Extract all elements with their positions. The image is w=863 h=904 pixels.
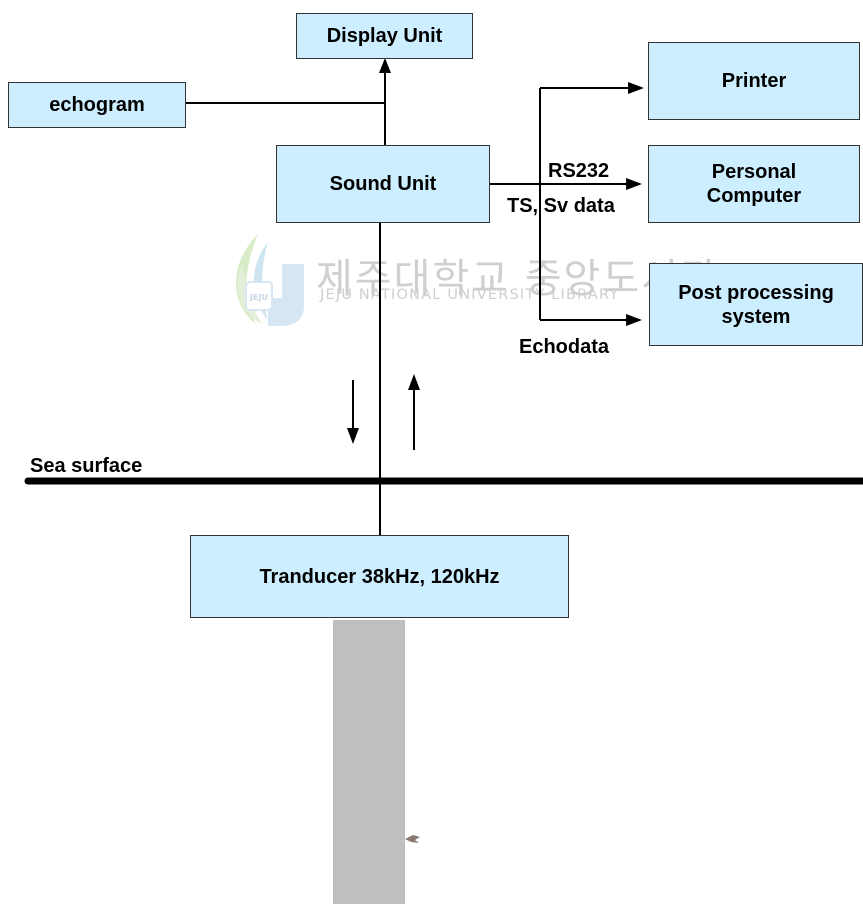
personal-computer-label-line2: Computer — [707, 184, 801, 208]
arrowhead-personal-computer — [626, 178, 642, 190]
echodata-label: Echodata — [519, 337, 609, 357]
arrowhead-printer — [628, 82, 644, 94]
ts-sv-data-label: TS, Sv data — [507, 196, 615, 216]
display-unit-label: Display Unit — [327, 24, 443, 48]
arrowhead-post-processing — [626, 314, 642, 326]
post-processing-label-line1: Post processing — [678, 281, 834, 305]
post-processing-box: Post processing system — [649, 263, 863, 346]
arrowhead-up — [408, 374, 420, 390]
rs232-label: RS232 — [548, 161, 609, 181]
sound-unit-label: Sound Unit — [330, 172, 437, 196]
printer-label: Printer — [722, 69, 786, 93]
arrowhead-up-display-unit — [379, 58, 391, 73]
printer-box: Printer — [648, 42, 860, 120]
personal-computer-label-line1: Personal — [712, 160, 796, 184]
sea-surface-label: Sea surface — [30, 456, 142, 476]
echogram-box: echogram — [8, 82, 186, 128]
post-processing-label-line2: system — [722, 305, 791, 329]
echogram-label: echogram — [49, 93, 145, 117]
arrowhead-down — [347, 428, 359, 444]
sound-unit-box: Sound Unit — [276, 145, 490, 223]
personal-computer-box: Personal Computer — [648, 145, 860, 223]
transducer-label: Tranducer 38kHz, 120kHz — [259, 565, 499, 589]
display-unit-box: Display Unit — [296, 13, 473, 59]
transducer-box: Tranducer 38kHz, 120kHz — [190, 535, 569, 618]
